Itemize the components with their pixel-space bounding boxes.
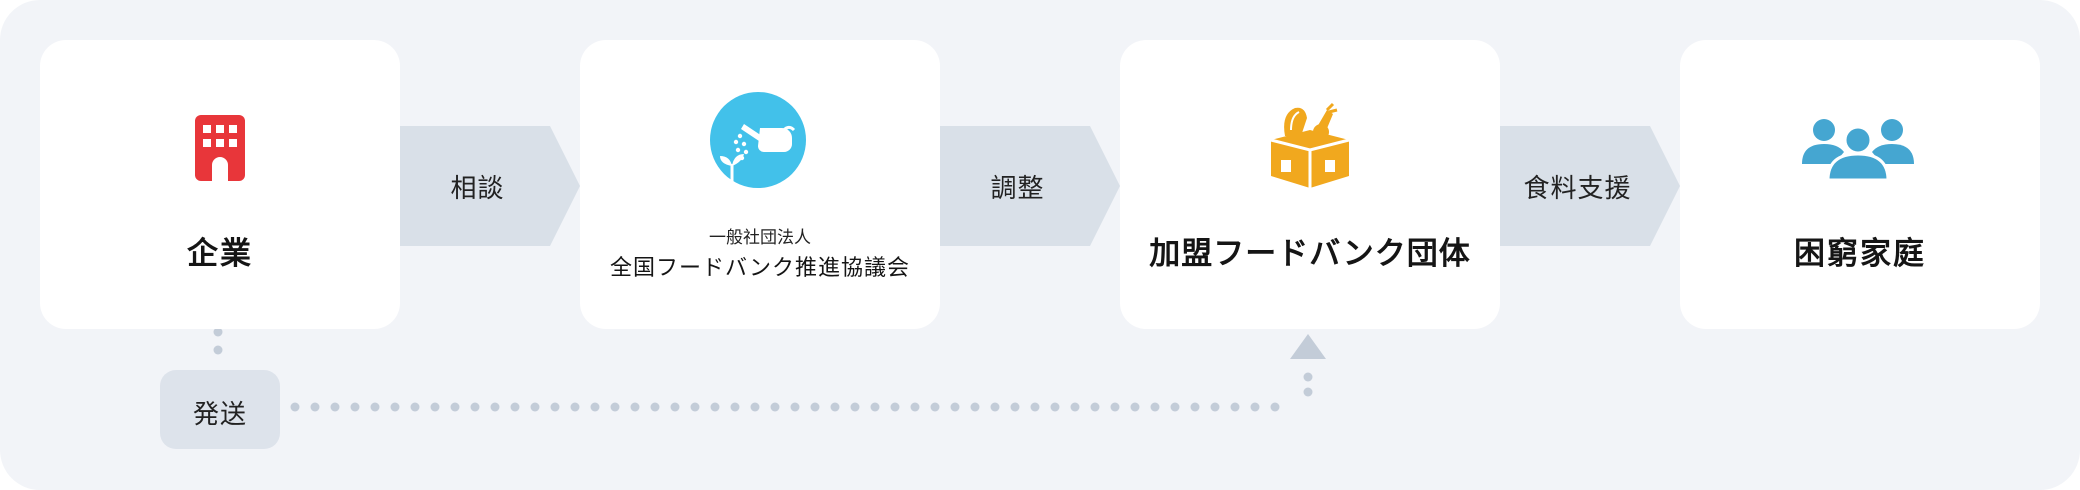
path-dot (830, 402, 840, 412)
path-dot (430, 402, 440, 412)
path-dot (770, 402, 780, 412)
path-dot (450, 402, 460, 412)
arrow-shape (400, 126, 580, 246)
path-dot (690, 402, 700, 412)
path-dot (550, 402, 560, 412)
people-icon (1802, 119, 1914, 180)
path-dot (1050, 402, 1060, 412)
path-dot (1230, 402, 1240, 412)
path-dot (1110, 402, 1120, 412)
path-dot (970, 402, 980, 412)
edge-support: 食料支援 (1500, 126, 1680, 246)
watering-can-icon (710, 92, 806, 188)
path-dot (330, 402, 340, 412)
path-dot (370, 402, 380, 412)
path-dot (1270, 402, 1280, 412)
path-dot (410, 402, 420, 412)
edge-support-label: 食料支援 (1523, 174, 1632, 204)
node-company: 企業 (40, 40, 400, 329)
path-dot (510, 402, 520, 412)
path-dot (390, 402, 400, 412)
path-dot (1150, 402, 1160, 412)
node-company-title: 企業 (187, 236, 253, 272)
edge-consult: 相談 (400, 126, 580, 246)
path-dot (890, 402, 900, 412)
path-dot (1170, 402, 1180, 412)
path-dot (650, 402, 660, 412)
path-dot (1130, 402, 1140, 412)
path-dot (710, 402, 720, 412)
path-dot (1030, 402, 1040, 412)
edge-adjust: 調整 (940, 126, 1120, 246)
path-dot (310, 402, 320, 412)
arrow-shape (1500, 126, 1680, 246)
path-dot (630, 402, 640, 412)
edge-consult-label: 相談 (450, 174, 505, 204)
path-dot (1090, 402, 1100, 412)
path-dot (290, 402, 300, 412)
building-icon (195, 115, 245, 181)
path-dot (570, 402, 580, 412)
path-dot (590, 402, 600, 412)
path-dot (910, 402, 920, 412)
food-box-icon (1270, 102, 1350, 188)
node-national-title: 全国フードバンク推進協議会 (609, 256, 911, 281)
shipment-badge: 発送 (160, 370, 280, 449)
path-dot (750, 402, 760, 412)
path-dot (213, 345, 223, 355)
path-dot (350, 402, 360, 412)
path-dot (950, 402, 960, 412)
path-dot (850, 402, 860, 412)
path-dot (530, 402, 540, 412)
path-dot (790, 402, 800, 412)
path-dot (1070, 402, 1080, 412)
path-dot (930, 402, 940, 412)
node-national-subtitle: 一般社団法人 (709, 228, 811, 248)
path-dot (730, 402, 740, 412)
node-national-council: 一般社団法人 全国フードバンク推進協議会 (580, 40, 940, 329)
path-dot (470, 402, 480, 412)
arrow-shape (940, 126, 1120, 246)
path-dot (1210, 402, 1220, 412)
path-dot (1303, 387, 1313, 397)
path-dot (1250, 402, 1260, 412)
path-dot (1010, 402, 1020, 412)
path-dot (213, 327, 223, 337)
node-member-foodbank: 加盟フードバンク団体 (1120, 40, 1500, 329)
path-dot (1190, 402, 1200, 412)
path-dot (670, 402, 680, 412)
edge-adjust-label: 調整 (990, 174, 1045, 204)
shipment-arrowhead (1290, 334, 1326, 359)
path-dot (490, 402, 500, 412)
node-family: 困窮家庭 (1680, 40, 2040, 329)
shipment-label: 発送 (192, 400, 247, 430)
path-dot (810, 402, 820, 412)
path-dot (870, 402, 880, 412)
node-member-title: 加盟フードバンク団体 (1149, 236, 1471, 272)
path-dot (1303, 372, 1313, 382)
node-family-title: 困窮家庭 (1794, 236, 1926, 272)
path-dot (990, 402, 1000, 412)
path-dot (610, 402, 620, 412)
